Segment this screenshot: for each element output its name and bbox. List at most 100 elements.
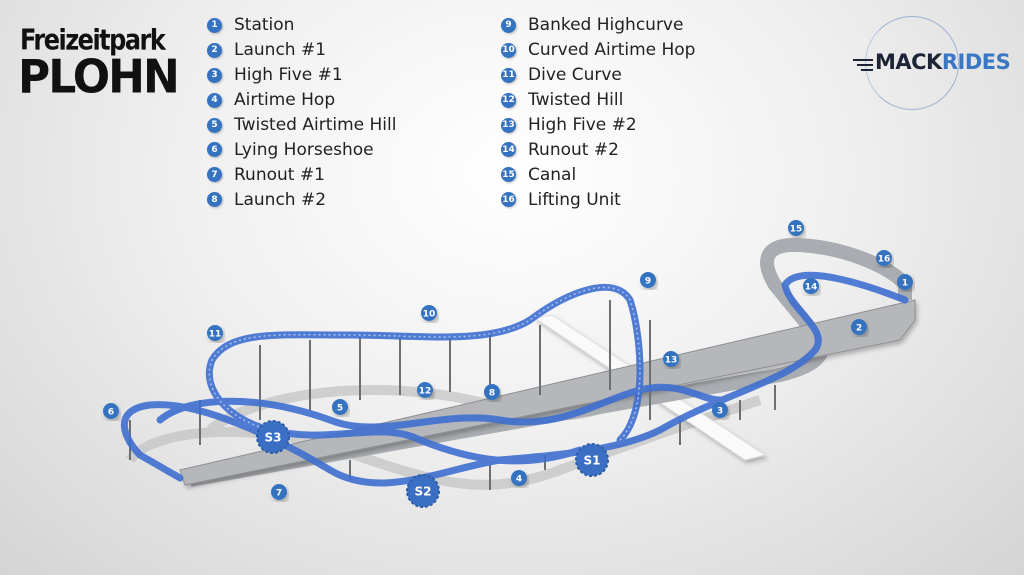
track-marker-10: 10 xyxy=(421,305,437,321)
marker-circle xyxy=(271,484,287,500)
logo-ring xyxy=(865,16,959,110)
marker-number: 5 xyxy=(337,404,343,414)
marker-number: 16 xyxy=(878,255,891,265)
sensor-circle xyxy=(575,443,609,477)
track-marker-11: 11 xyxy=(207,325,223,341)
track-marker-13: 13 xyxy=(663,351,679,367)
marker-number: 4 xyxy=(516,475,522,485)
canal xyxy=(188,237,912,487)
marker-number: 13 xyxy=(665,356,678,366)
marker-number: 12 xyxy=(419,387,432,397)
legend-label: Twisted Airtime Hill xyxy=(234,115,397,135)
number-badge: 4 xyxy=(207,92,222,108)
legend-label: Launch #1 xyxy=(234,40,327,61)
track-marker-15: 15 xyxy=(788,220,804,236)
blue-track xyxy=(120,271,909,487)
legend-label: Canal xyxy=(528,164,577,185)
legend-label: Runout #1 xyxy=(234,164,325,185)
sensor-s3: S3 xyxy=(256,420,290,454)
legend-label: Curved Airtime Hop xyxy=(528,40,696,61)
legend-label: Banked Highcurve xyxy=(528,15,684,36)
marker-circle xyxy=(417,382,433,398)
speed-lines-icon xyxy=(851,56,873,71)
legend-label: Airtime Hop xyxy=(234,90,336,111)
marker-number: 2 xyxy=(856,324,862,334)
marker-number: 11 xyxy=(209,330,222,340)
logo-line2: PLOHN xyxy=(18,50,180,105)
freizeitpark-plohn-logo: Freizeitpark PLOHN xyxy=(16,22,180,104)
number-badge: 2 xyxy=(207,42,222,58)
marker-circle xyxy=(876,250,892,266)
number-badge: 11 xyxy=(501,67,516,83)
sensor-circle xyxy=(256,420,290,454)
number-badge: 13 xyxy=(501,117,516,133)
legend-label: Twisted Hill xyxy=(528,90,624,111)
number-badge: 6 xyxy=(207,142,222,158)
track-marker-3: 3 xyxy=(712,402,728,418)
sensor-circle xyxy=(406,474,440,508)
marker-circle xyxy=(332,399,348,415)
legend-item: 15 Canal xyxy=(501,162,695,187)
legend-label: Dive Curve xyxy=(528,65,622,86)
track-marker-8: 8 xyxy=(484,384,500,400)
marker-circle xyxy=(897,274,913,290)
logo-line1: Freizeitpark xyxy=(20,23,166,57)
logo-rides: RIDES xyxy=(941,50,1011,74)
marker-circle xyxy=(511,470,527,486)
track-marker-6: 6 xyxy=(103,403,119,419)
legend-label: Launch #2 xyxy=(234,189,327,210)
sensor-s2: S2 xyxy=(406,474,440,508)
marker-circle xyxy=(640,272,656,288)
marker-circle xyxy=(851,319,867,335)
legend-label: Lying Horseshoe xyxy=(234,139,374,160)
marker-number: 15 xyxy=(790,225,803,235)
number-badge: 1 xyxy=(207,17,222,33)
marker-circle xyxy=(803,278,819,294)
legend-item: 10 Curved Airtime Hop xyxy=(501,38,695,63)
track-marker-5: 5 xyxy=(332,399,348,415)
number-badge: 3 xyxy=(207,67,222,83)
marker-circle xyxy=(421,305,437,321)
track-marker-16: 16 xyxy=(876,250,892,266)
marker-circle xyxy=(663,351,679,367)
marker-number: 14 xyxy=(805,283,818,293)
sensor-s1: S1 xyxy=(575,443,609,477)
legend-label: Lifting Unit xyxy=(528,189,621,210)
number-badge: 10 xyxy=(501,42,516,58)
mack-rides-logo: MACKRIDES xyxy=(845,16,1015,110)
legend-item: 16 Lifting Unit xyxy=(501,187,695,212)
track-marker-2: 2 xyxy=(851,319,867,335)
marker-number: 7 xyxy=(276,489,282,499)
marker-number: 3 xyxy=(717,407,723,417)
marker-circle xyxy=(207,325,223,341)
number-badge: 15 xyxy=(501,167,516,183)
logo-mack: MACK xyxy=(875,50,942,74)
track-marker-12: 12 xyxy=(417,382,433,398)
sensor-label: S1 xyxy=(584,454,601,468)
legend-item: 4 Airtime Hop xyxy=(207,88,396,113)
station-trench xyxy=(179,299,916,486)
marker-circle xyxy=(484,384,500,400)
track-rails xyxy=(208,286,641,441)
track-marker-1: 1 xyxy=(897,274,913,290)
legend-item: 11 Dive Curve xyxy=(501,63,695,88)
number-badge: 16 xyxy=(501,192,516,208)
track-marker-7: 7 xyxy=(271,484,287,500)
marker-circle xyxy=(712,402,728,418)
marker-number: 9 xyxy=(645,277,651,287)
number-badge: 14 xyxy=(501,142,516,158)
sensor-label: S3 xyxy=(265,431,282,445)
marker-number: 6 xyxy=(108,408,114,418)
sensor-label: S2 xyxy=(415,485,432,499)
track-marker-9: 9 xyxy=(640,272,656,288)
legend-item: 6 Lying Horseshoe xyxy=(207,137,396,162)
